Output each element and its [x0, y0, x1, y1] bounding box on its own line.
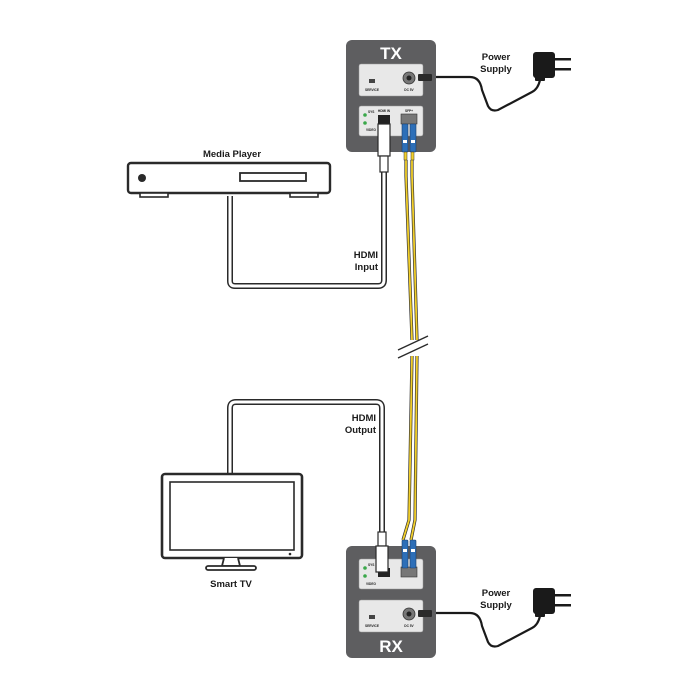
- tx-sfp-port: [400, 113, 418, 125]
- smart-tv-screen: [169, 481, 295, 551]
- tx-title: TX: [380, 44, 402, 63]
- tx-video-label: VIDEO: [366, 128, 376, 132]
- rx-service-port: [369, 615, 375, 619]
- rx-title: RX: [379, 637, 403, 656]
- rx-unit: SYS VIDEO SERVICE DC 5V RX: [346, 546, 436, 658]
- fiber-cable: [401, 160, 419, 541]
- cable-break-icon: [397, 335, 429, 359]
- rx-sys-label: SYS: [368, 563, 374, 567]
- smart-tv-label: Smart TV: [210, 579, 252, 590]
- smart-tv-base: [205, 565, 257, 571]
- rx-video-led: [363, 574, 367, 578]
- rx-video-label: VIDEO: [366, 582, 376, 586]
- tx-sfp-label: SFP+: [405, 109, 413, 113]
- tx-service-port: [369, 79, 375, 83]
- rx-service-label: SERVICE: [365, 624, 379, 628]
- hdmi-output-label-line2: Output: [345, 425, 377, 436]
- tx-video-led: [363, 121, 367, 125]
- rx-power-plug: [418, 610, 432, 617]
- smart-tv-stand: [220, 557, 242, 567]
- media-player-foot-left: [139, 192, 169, 198]
- tx-fiber-connector: [401, 123, 417, 161]
- media-player-label: Media Player: [203, 149, 261, 160]
- tx-hdmi-in-label: HDMI IN: [378, 109, 391, 113]
- power-adapter-icon: [533, 588, 571, 617]
- rx-hdmi-connector: [375, 531, 389, 573]
- power-supply-bottom-label-line2: Supply: [480, 600, 512, 611]
- hdmi-input-label-line1: HDMI: [354, 250, 378, 261]
- power-supply-top-label-line2: Supply: [480, 64, 512, 75]
- tx-power-plug: [418, 74, 432, 81]
- power-supply-top-label-line1: Power: [482, 52, 511, 63]
- tx-sys-label: SYS: [368, 110, 374, 114]
- hdmi-input-label-line2: Input: [355, 262, 379, 273]
- power-supply-bottom-label-line1: Power: [482, 588, 511, 599]
- power-adapter-icon: [533, 52, 571, 81]
- tx-hdmi-port: [378, 115, 390, 124]
- tx-sys-led: [363, 113, 367, 117]
- tx-unit: TX SERVICE DC 5V SYS VIDEO HDMI IN SFP+: [346, 40, 436, 152]
- tx-hdmi-connector: [377, 123, 391, 173]
- smart-tv-power-led: [288, 552, 292, 556]
- media-player-power-button: [138, 174, 146, 182]
- power-cord-top: [432, 75, 542, 112]
- rx-sys-led: [363, 566, 367, 570]
- hdmi-output-label-line1: HDMI: [352, 413, 376, 424]
- tx-dc-label: DC 5V: [404, 88, 414, 92]
- power-cord-bottom: [432, 611, 542, 648]
- rx-dc-label: DC 5V: [404, 624, 414, 628]
- media-player-disc-slot: [239, 172, 307, 182]
- smart-tv: [160, 472, 304, 571]
- rx-fiber-connector: [401, 539, 417, 569]
- media-player-foot-right: [289, 192, 319, 198]
- tx-service-label: SERVICE: [365, 88, 379, 92]
- rx-sfp-port: [400, 566, 418, 578]
- media-player: [126, 161, 332, 198]
